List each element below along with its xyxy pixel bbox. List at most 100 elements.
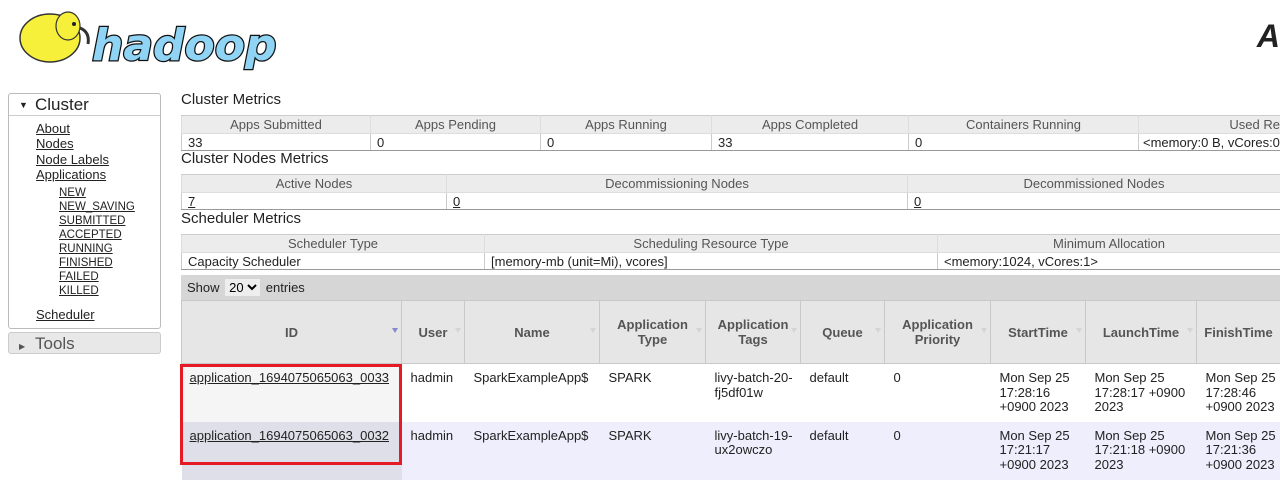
column-header-label: Name xyxy=(514,325,549,340)
nav-about[interactable]: About xyxy=(36,121,160,136)
nav-applications[interactable]: Applications xyxy=(36,167,160,182)
sort-icon xyxy=(1076,328,1082,333)
header-apps-submitted: Apps Submitted xyxy=(182,116,371,134)
cell-start-time: Mon Sep 25 17:28:16 +0900 2023 xyxy=(991,364,1086,422)
header-scheduler-type: Scheduler Type xyxy=(182,235,485,253)
nav-state-new-saving[interactable]: NEW_SAVING xyxy=(36,200,160,214)
page-title: A xyxy=(1257,18,1280,55)
caret-right-icon: ▶ xyxy=(19,336,35,357)
header-containers-running: Containers Running xyxy=(909,116,1139,134)
column-header-name[interactable]: Name xyxy=(465,301,600,364)
sort-icon xyxy=(981,328,987,333)
entries-label: entries xyxy=(266,280,305,295)
scheduler-metrics-title: Scheduler Metrics xyxy=(181,210,301,227)
nav-state-new[interactable]: NEW xyxy=(36,186,160,200)
header-decommissioning-nodes: Decommissioning Nodes xyxy=(447,175,908,193)
containers-running-value: 0 xyxy=(909,134,1139,151)
apps-submitted-value: 33 xyxy=(182,134,371,151)
nav-state-killed[interactable]: KILLED xyxy=(36,284,160,298)
sidebar: ▼Cluster About Nodes Node Labels Applica… xyxy=(8,93,161,354)
cell-queue: default xyxy=(801,422,885,480)
apps-pending-value: 0 xyxy=(371,134,541,151)
column-header-label: User xyxy=(419,325,448,340)
header-decommissioned-nodes: Decommissioned Nodes xyxy=(908,175,1280,193)
column-header-launch-time[interactable]: LaunchTime xyxy=(1086,301,1197,364)
column-header-label: StartTime xyxy=(1008,325,1068,340)
cell-user: hadmin xyxy=(402,364,465,422)
page-size-select[interactable]: 20 xyxy=(225,279,260,296)
sort-icon xyxy=(590,328,596,333)
header-minimum-allocation: Minimum Allocation xyxy=(938,235,1280,253)
cell-name: SparkExampleApp$ xyxy=(465,422,600,480)
cluster-label: Cluster xyxy=(35,95,89,114)
cell-application-tags: livy-batch-19-ux2owczo xyxy=(706,422,801,480)
nav-state-submitted[interactable]: SUBMITTED xyxy=(36,214,160,228)
header-apps-running: Apps Running xyxy=(541,116,712,134)
used-resources-value: <memory:0 B, vCores:0 xyxy=(1139,134,1280,151)
scheduler-type-value: Capacity Scheduler xyxy=(182,253,485,270)
column-header-start-time[interactable]: StartTime xyxy=(991,301,1086,364)
column-header-application-type[interactable]: Application Type xyxy=(600,301,706,364)
column-header-label: LaunchTime xyxy=(1103,325,1179,340)
sort-icon xyxy=(791,328,797,333)
column-header-label: Queue xyxy=(822,325,862,340)
cell-launch-time: Mon Sep 25 17:21:18 +0900 2023 xyxy=(1086,422,1197,480)
column-header-id[interactable]: ID xyxy=(182,301,402,364)
active-nodes-link[interactable]: 7 xyxy=(188,194,195,209)
tools-label: Tools xyxy=(35,334,75,353)
cell-application-priority: 0 xyxy=(885,364,991,422)
column-header-user[interactable]: User xyxy=(402,301,465,364)
nav-state-failed[interactable]: FAILED xyxy=(36,270,160,284)
column-header-label: Application Priority xyxy=(902,317,973,347)
nav-state-accepted[interactable]: ACCEPTED xyxy=(36,228,160,242)
sort-desc-icon xyxy=(392,328,398,333)
nav-scheduler[interactable]: Scheduler xyxy=(36,307,160,322)
column-header-application-priority[interactable]: Application Priority xyxy=(885,301,991,364)
cell-start-time: Mon Sep 25 17:21:17 +0900 2023 xyxy=(991,422,1086,480)
column-header-label: ID xyxy=(285,325,298,340)
column-header-finish-time[interactable]: FinishTime xyxy=(1197,301,1280,364)
hadoop-logo[interactable]: hadoop xyxy=(8,4,283,72)
cell-queue: default xyxy=(801,364,885,422)
resource-type-value: [memory-mb (unit=Mi), vcores] xyxy=(485,253,938,270)
sidebar-cluster-header[interactable]: ▼Cluster xyxy=(9,94,160,116)
apps-completed-value: 33 xyxy=(712,134,909,151)
decommissioned-nodes-link[interactable]: 0 xyxy=(914,194,921,209)
column-header-application-tags[interactable]: Application Tags xyxy=(706,301,801,364)
cell-launch-time: Mon Sep 25 17:28:17 +0900 2023 xyxy=(1086,364,1197,422)
show-label: Show xyxy=(187,280,220,295)
cell-application-tags: livy-batch-20-fj5df01w xyxy=(706,364,801,422)
column-header-label: Application Tags xyxy=(718,317,789,347)
cell-application-type: SPARK xyxy=(600,364,706,422)
sort-icon xyxy=(455,328,461,333)
sort-icon xyxy=(875,328,881,333)
decommissioning-nodes-link[interactable]: 0 xyxy=(453,194,460,209)
nav-nodes[interactable]: Nodes xyxy=(36,136,160,151)
svg-text:hadoop: hadoop xyxy=(92,20,276,71)
column-header-queue[interactable]: Queue xyxy=(801,301,885,364)
cell-finish-time: Mon Sep 25 17:21:36 +0900 2023 xyxy=(1197,422,1280,480)
nav-state-running[interactable]: RUNNING xyxy=(36,242,160,256)
column-header-label: Application Type xyxy=(617,317,688,347)
highlight-box xyxy=(180,364,402,465)
sort-icon xyxy=(696,328,702,333)
cell-finish-time: Mon Sep 25 17:28:46 +0900 2023 xyxy=(1197,364,1280,422)
entries-length-control: Show 20 entries xyxy=(181,275,1280,300)
cell-application-priority: 0 xyxy=(885,422,991,480)
cell-user: hadmin xyxy=(402,422,465,480)
caret-down-icon: ▼ xyxy=(19,95,35,116)
nav-state-finished[interactable]: FINISHED xyxy=(36,256,160,270)
sidebar-tools-header[interactable]: ▶Tools xyxy=(8,332,161,354)
header-used-resources: Used Re xyxy=(1139,116,1280,134)
nodes-metrics-title: Cluster Nodes Metrics xyxy=(181,150,329,167)
cluster-metrics-title: Cluster Metrics xyxy=(181,91,281,108)
header-apps-pending: Apps Pending xyxy=(371,116,541,134)
cell-name: SparkExampleApp$ xyxy=(465,364,600,422)
nav-node-labels[interactable]: Node Labels xyxy=(36,152,160,167)
column-header-label: FinishTime xyxy=(1204,325,1272,340)
apps-running-value: 0 xyxy=(541,134,712,151)
header-scheduling-resource-type: Scheduling Resource Type xyxy=(485,235,938,253)
